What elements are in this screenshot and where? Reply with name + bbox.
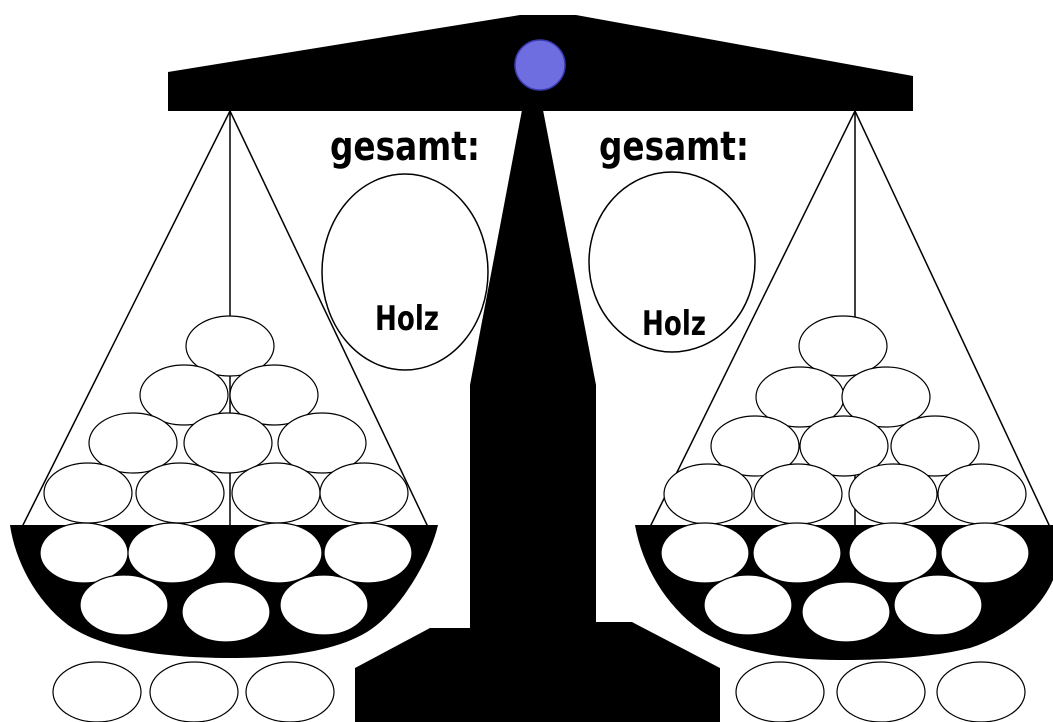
left-egg-pile: [39, 315, 413, 643]
right-total-label: gesamt:: [599, 124, 749, 170]
right-material-label: Holz: [642, 304, 706, 344]
left-loose-eggs: [52, 661, 335, 722]
left-total-oval[interactable]: [321, 173, 489, 371]
scale-base: [355, 110, 720, 722]
right-total-group: gesamt: Holz: [588, 124, 756, 353]
right-loose-eggs: [735, 661, 1026, 722]
left-material-label: Holz: [375, 299, 439, 339]
left-total-label: gesamt:: [330, 124, 480, 170]
right-total-oval[interactable]: [588, 171, 756, 353]
right-egg-pile: [660, 315, 1030, 643]
pivot-knob: [514, 39, 566, 91]
left-total-group: gesamt: Holz: [321, 124, 489, 371]
